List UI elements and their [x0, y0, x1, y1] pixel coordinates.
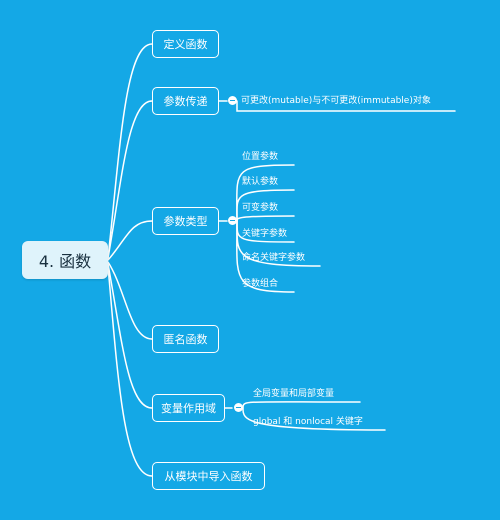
subtopic-keyword-only-args[interactable]: 命名关键字参数: [242, 253, 306, 263]
root-topic[interactable]: 4. 函数: [22, 241, 108, 279]
collapse-toggle-variable-scope[interactable]: [234, 403, 243, 412]
topic-parameter-passing[interactable]: 参数传递: [152, 87, 219, 115]
subtopic-mutable-immutable[interactable]: 可更改(mutable)与不可更改(immutable)对象: [241, 96, 431, 106]
subtopic-default-args[interactable]: 默认参数: [242, 177, 279, 187]
topic-anonymous-function[interactable]: 匿名函数: [152, 325, 219, 353]
topic-variable-scope[interactable]: 变量作用域: [152, 394, 225, 422]
subtopic-global-nonlocal[interactable]: global 和 nonlocal 关键字: [253, 417, 363, 427]
subtopic-variadic-args[interactable]: 可变参数: [242, 203, 279, 213]
subtopic-arg-combination[interactable]: 参数组合: [242, 279, 279, 289]
subtopic-positional-args[interactable]: 位置参数: [242, 152, 279, 162]
subtopic-global-local-vars[interactable]: 全局变量和局部变量: [253, 389, 335, 399]
collapse-toggle-parameter-types[interactable]: [228, 216, 237, 225]
topic-import-from-module[interactable]: 从模块中导入函数: [152, 462, 265, 490]
subtopic-keyword-args[interactable]: 关键字参数: [242, 229, 288, 239]
topic-parameter-types[interactable]: 参数类型: [152, 207, 219, 235]
topic-define-function[interactable]: 定义函数: [152, 30, 219, 58]
collapse-toggle-parameter-passing[interactable]: [228, 96, 237, 105]
